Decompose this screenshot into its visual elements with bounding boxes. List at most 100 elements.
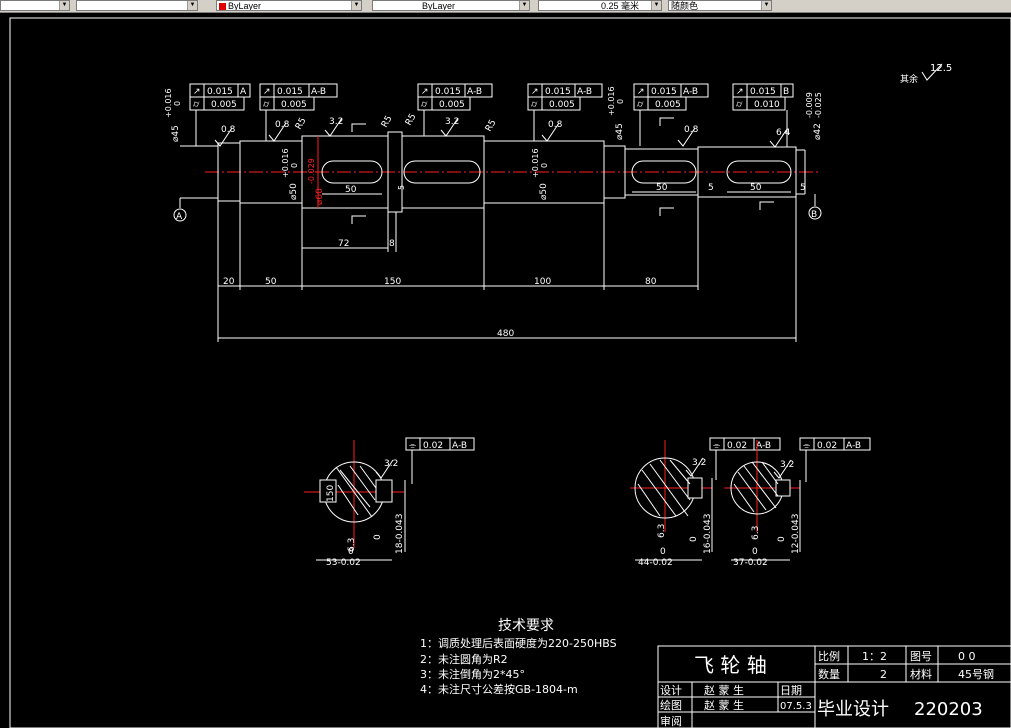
svg-text:2: 2 xyxy=(880,668,887,681)
svg-text:4：未注尺寸公差按GB-1804-m: 4：未注尺寸公差按GB-1804-m xyxy=(420,682,578,696)
svg-text:5: 5 xyxy=(800,183,806,193)
svg-text:6.4: 6.4 xyxy=(776,128,791,138)
svg-text:A-B: A-B xyxy=(756,441,771,451)
svg-text:⌭: ⌭ xyxy=(263,100,270,110)
svg-text:A: A xyxy=(176,212,183,222)
svg-text:⌯: ⌯ xyxy=(713,441,721,451)
shaft-main-view xyxy=(180,131,820,213)
svg-text:↗: ↗ xyxy=(193,87,201,97)
tech-title: 技术要求 xyxy=(498,618,554,634)
svg-text:37-0.02: 37-0.02 xyxy=(733,558,768,568)
svg-text:0.8: 0.8 xyxy=(684,125,699,135)
svg-text:20: 20 xyxy=(223,277,235,287)
svg-text:44-0.02: 44-0.02 xyxy=(638,558,673,568)
svg-text:A-B: A-B xyxy=(683,87,698,97)
tolerance-frame-3: ↗ 0.015 A-B ⌭ 0.005 xyxy=(417,83,493,136)
svg-text:比例: 比例 xyxy=(818,649,840,663)
svg-text:0.8: 0.8 xyxy=(275,120,290,130)
properties-toolbar: ▼ ▼ ByLayer ▼ ByLayer ▼ 0.25 毫米 ▼ 随颜色▼ xyxy=(0,0,1011,13)
svg-text:53-0.02: 53-0.02 xyxy=(326,558,361,568)
svg-text:↗: ↗ xyxy=(736,87,744,97)
diameter-labels: ⌀45 +0.016 0 ⌀50 +0.016 0 ⌀60 -0.029 ⌀50… xyxy=(164,86,823,205)
svg-text:↗: ↗ xyxy=(531,87,539,97)
svg-text:0.005: 0.005 xyxy=(549,100,575,110)
svg-text:3.2: 3.2 xyxy=(692,458,706,468)
linetype-dropdown-value: ByLayer xyxy=(421,1,455,11)
drawing-canvas[interactable]: 其余 12.5 A B xyxy=(0,12,1011,728)
keyway-3 xyxy=(631,160,697,184)
svg-text:0.005: 0.005 xyxy=(655,100,681,110)
svg-text:⌭: ⌭ xyxy=(637,100,644,110)
shaft-outline-bottom xyxy=(180,193,805,213)
chevron-down-icon[interactable]: ▼ xyxy=(351,1,361,10)
chevron-down-icon[interactable]: ▼ xyxy=(651,1,661,10)
layer-state-dropdown[interactable]: ▼ xyxy=(76,0,198,11)
section-view-1: ⌯ 0.02 A-B 3.2 6.3 150 18-0.043 0 53-0.0… xyxy=(304,437,475,568)
lineweight-dropdown[interactable]: 0.25 毫米 ▼ xyxy=(538,0,662,11)
svg-text:0: 0 xyxy=(540,163,549,168)
svg-text:0.010: 0.010 xyxy=(754,100,780,110)
tolerance-frame-4: ↗ 0.015 A-B ⌭ 0.005 xyxy=(527,83,603,141)
chevron-down-icon[interactable]: ▼ xyxy=(187,1,197,10)
roughness-note: 其余 xyxy=(900,73,918,85)
svg-text:0.005: 0.005 xyxy=(281,100,307,110)
svg-text:50: 50 xyxy=(345,185,357,195)
svg-text:日期: 日期 xyxy=(780,684,802,697)
chevron-down-icon[interactable]: ▼ xyxy=(519,1,529,10)
svg-text:↗: ↗ xyxy=(637,87,645,97)
svg-text:6.3: 6.3 xyxy=(347,538,357,552)
svg-text:0: 0 xyxy=(660,547,666,557)
svg-text:1：2: 1：2 xyxy=(862,650,887,663)
tolerance-frame-6: ↗ 0.015 B ⌭ 0.010 xyxy=(732,83,794,147)
svg-text:0.005: 0.005 xyxy=(439,100,465,110)
svg-text:3.2: 3.2 xyxy=(780,460,794,470)
svg-text:赵 蒙 生: 赵 蒙 生 xyxy=(704,683,744,697)
svg-text:3：未注倒角为2*45°: 3：未注倒角为2*45° xyxy=(420,667,525,681)
svg-text:A-B: A-B xyxy=(311,87,326,97)
svg-text:绘图: 绘图 xyxy=(660,698,682,712)
svg-text:0.015: 0.015 xyxy=(207,87,233,97)
svg-text:6.3: 6.3 xyxy=(657,524,667,538)
svg-text:⌀50: ⌀50 xyxy=(289,183,299,200)
svg-text:0: 0 xyxy=(752,547,758,557)
svg-text:0.02: 0.02 xyxy=(817,441,837,451)
keyway-2 xyxy=(403,160,481,184)
svg-text:18-0.043: 18-0.043 xyxy=(395,514,405,554)
svg-text:赵 蒙 生: 赵 蒙 生 xyxy=(704,698,744,712)
svg-text:B: B xyxy=(811,210,817,220)
svg-text:3.2: 3.2 xyxy=(329,117,343,127)
svg-text:0: 0 xyxy=(290,163,299,168)
svg-text:0.02: 0.02 xyxy=(423,441,443,451)
color-dropdown-value: ByLayer xyxy=(228,1,262,11)
svg-text:-0.009: -0.009 xyxy=(805,92,814,118)
svg-text:⌀45: ⌀45 xyxy=(171,125,181,142)
svg-text:A: A xyxy=(240,87,247,97)
svg-text:0: 0 xyxy=(173,101,182,106)
svg-text:12-0.043: 12-0.043 xyxy=(791,514,801,554)
svg-text:0.8: 0.8 xyxy=(221,125,236,135)
svg-text:⌯: ⌯ xyxy=(803,441,811,451)
svg-text:2：未注圆角为R2: 2：未注圆角为R2 xyxy=(420,652,508,666)
plotstyle-dropdown[interactable]: 随颜色▼ xyxy=(668,0,772,11)
chevron-down-icon[interactable]: ▼ xyxy=(761,1,771,10)
svg-text:0.02: 0.02 xyxy=(727,441,747,451)
svg-text:16-0.043: 16-0.043 xyxy=(703,514,713,554)
svg-text:+0.016: +0.016 xyxy=(164,88,173,118)
section-arrows xyxy=(351,117,774,224)
roughness-value: 12.5 xyxy=(930,63,952,74)
technical-requirements: 技术要求 1：调质处理后表面硬度为220-250HBS 2：未注圆角为R2 3：… xyxy=(420,618,617,696)
svg-text:0.015: 0.015 xyxy=(545,87,571,97)
lineweight-dropdown-value: 0.25 毫米 xyxy=(600,1,639,11)
svg-text:⌭: ⌭ xyxy=(193,100,200,110)
color-swatch-icon xyxy=(219,3,226,10)
svg-text:50: 50 xyxy=(265,277,277,287)
color-dropdown[interactable]: ByLayer ▼ xyxy=(216,0,362,11)
chamfer-labels: R5 R5 R5 R5 xyxy=(294,112,499,133)
svg-text:审阅: 审阅 xyxy=(660,714,682,728)
svg-text:480: 480 xyxy=(497,329,514,339)
svg-text:设计: 设计 xyxy=(660,684,682,697)
layer-dropdown[interactable]: ▼ xyxy=(0,0,70,11)
chevron-down-icon[interactable]: ▼ xyxy=(59,1,69,10)
tolerance-frame-5: ↗ 0.015 A-B ⌭ 0.005 xyxy=(633,83,709,146)
linetype-dropdown[interactable]: ByLayer ▼ xyxy=(372,0,530,11)
